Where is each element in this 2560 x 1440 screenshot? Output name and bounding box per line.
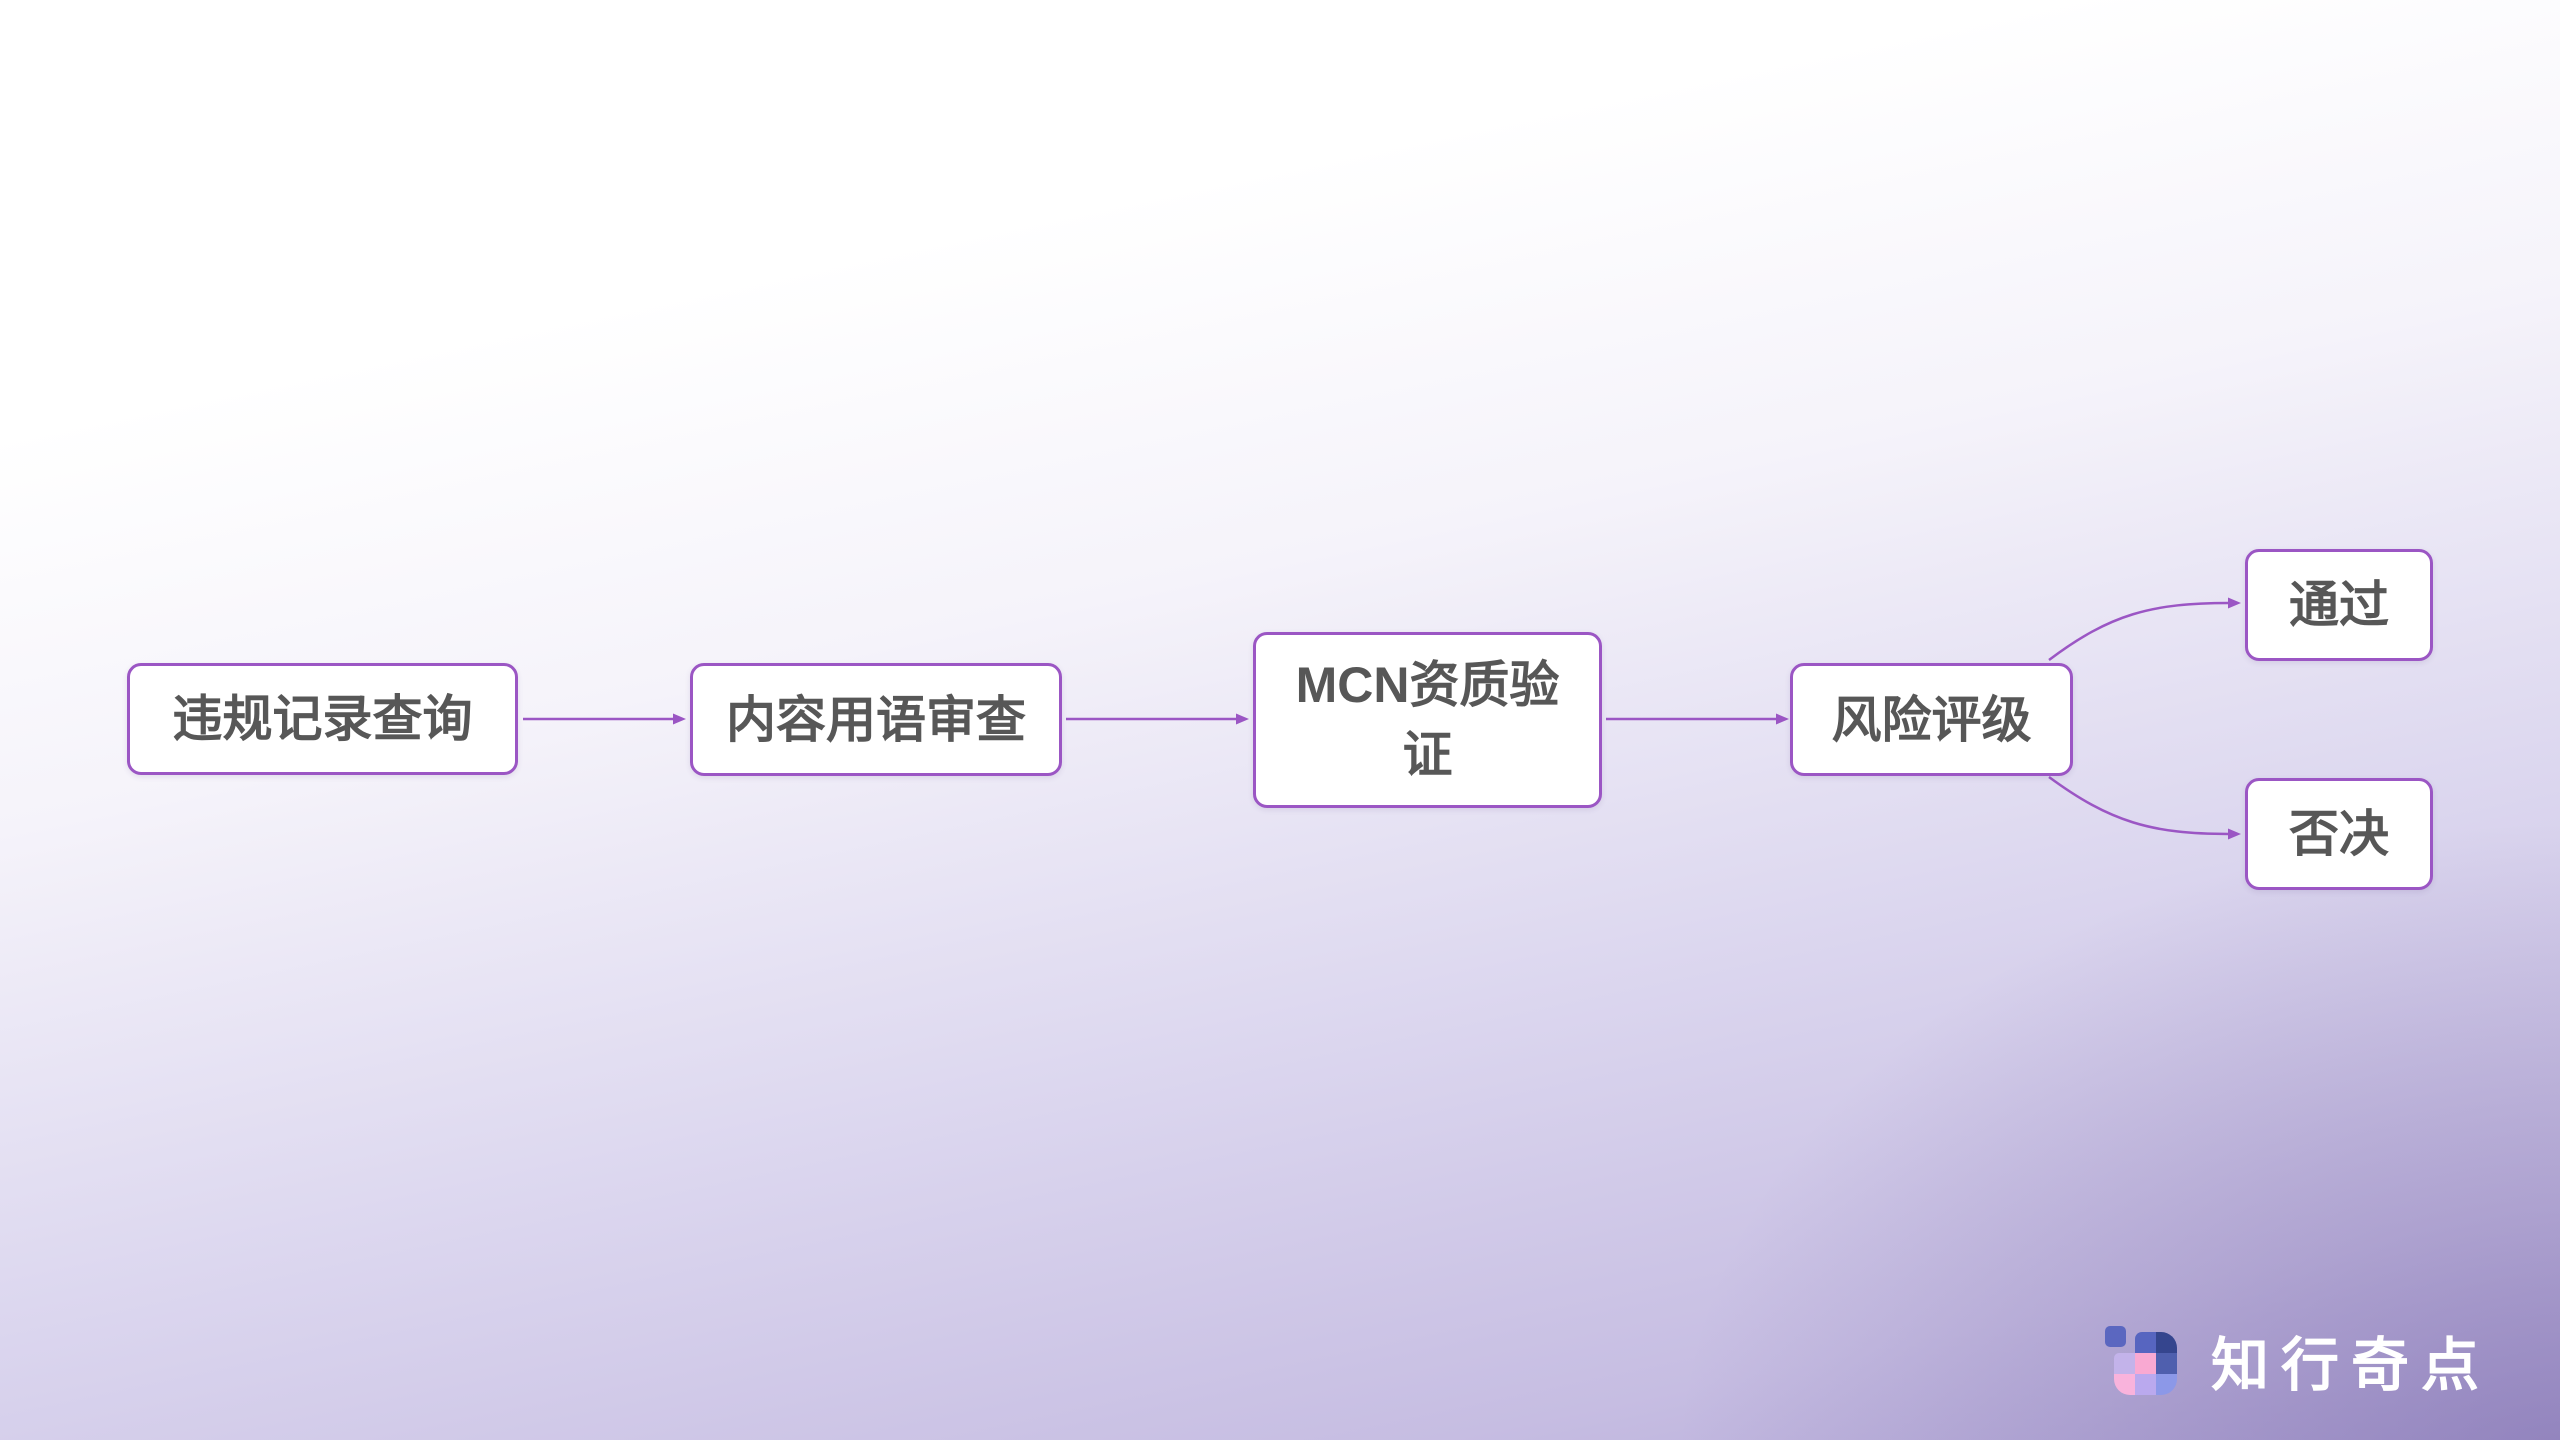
logo-cell	[2156, 1373, 2177, 1395]
logo-cell	[2105, 1325, 2126, 1347]
logo-cell	[2135, 1373, 2156, 1395]
flow-node-risk-rating[interactable]: 风险评级	[1790, 663, 2073, 776]
edge-risk-to-pass	[2048, 597, 2241, 661]
edge-risk-to-reject	[2048, 775, 2241, 840]
node-label: 通过	[2289, 577, 2389, 633]
logo-cell	[2156, 1352, 2177, 1374]
logo-cell	[2114, 1373, 2135, 1395]
flow-node-pass[interactable]: 通过	[2245, 549, 2433, 661]
flow-node-mcn-qualification-verification[interactable]: MCN资质验证	[1253, 632, 1602, 808]
node-label: 否决	[2289, 806, 2389, 862]
flow-node-violation-record-query[interactable]: 违规记录查询	[127, 663, 518, 775]
logo-cell	[2114, 1352, 2135, 1374]
brand-logo-text: 知行奇点	[2211, 1333, 2492, 1398]
node-label: MCN资质验证	[1295, 657, 1560, 783]
flow-node-reject[interactable]: 否决	[2245, 778, 2433, 890]
node-label: 风险评级	[1831, 691, 2032, 748]
logo-cell	[2135, 1352, 2156, 1374]
logo-cell	[2135, 1331, 2156, 1353]
brand-logo: 知行奇点	[2105, 1318, 2491, 1402]
brand-logo-icon	[2105, 1325, 2177, 1395]
node-label: 内容用语审查	[726, 691, 1026, 748]
logo-cell	[2156, 1331, 2177, 1353]
flow-node-content-language-review[interactable]: 内容用语审查	[690, 663, 1062, 776]
node-label: 违规记录查询	[172, 691, 473, 747]
